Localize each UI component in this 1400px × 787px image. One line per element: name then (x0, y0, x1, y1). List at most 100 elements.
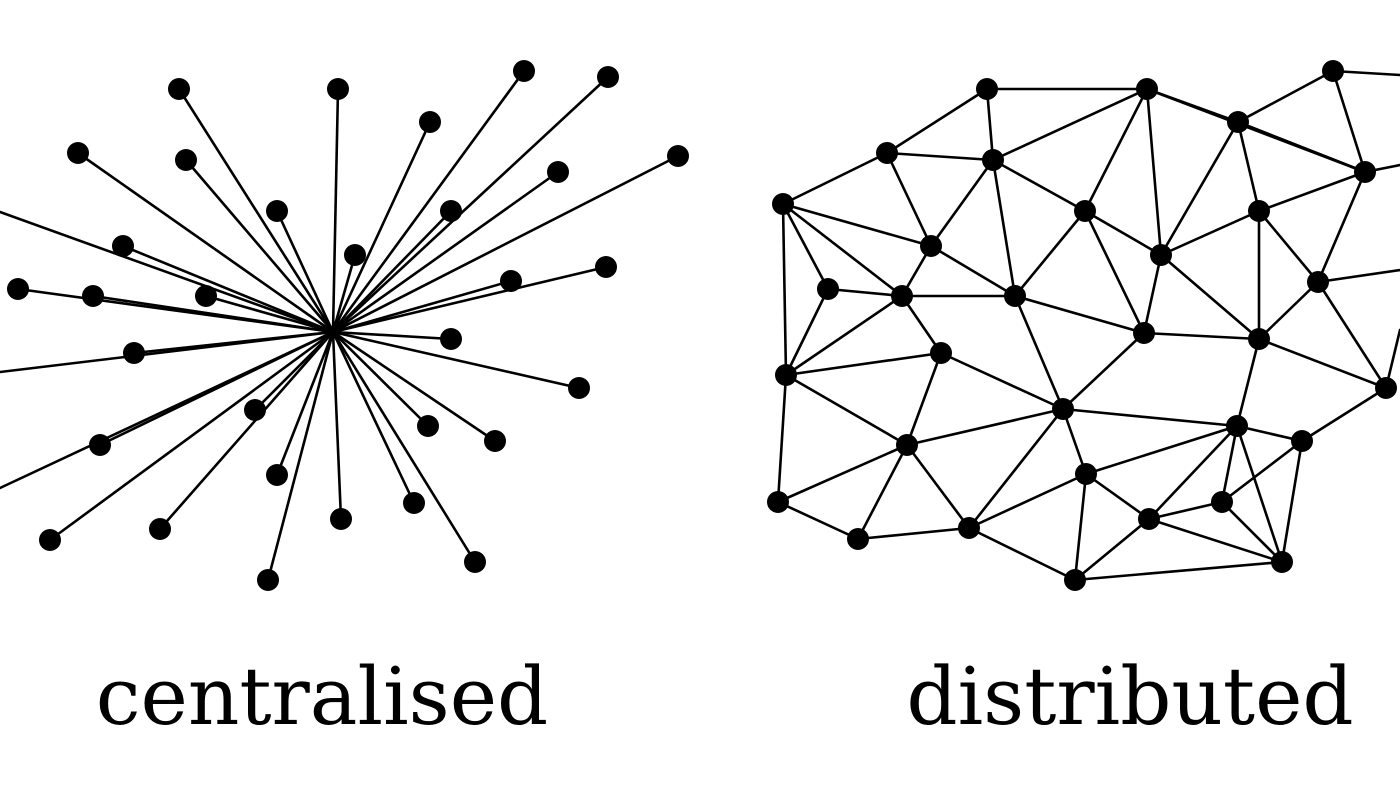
distributed-edge (939, 351, 1065, 411)
centralised-node (244, 399, 266, 421)
centralised-node (440, 200, 462, 222)
centralised-node (175, 149, 197, 171)
centralised-edge (331, 154, 680, 334)
distributed-edge (1257, 337, 1388, 390)
distributed-edge (1073, 517, 1151, 582)
distributed-edge (929, 158, 995, 248)
centralised-edge (184, 158, 335, 334)
centralised-edge (331, 170, 560, 334)
distributed-edge (905, 443, 971, 530)
distributed-node (1248, 200, 1270, 222)
distributed-edge (1084, 424, 1239, 476)
centralised-edge (331, 330, 453, 341)
centralised-edge (0, 210, 335, 334)
distributed-edge (1083, 209, 1163, 257)
centralised-edge (331, 253, 357, 334)
distributed-edge (1061, 331, 1146, 411)
distributed-node (930, 342, 952, 364)
distributed-edge (1159, 253, 1261, 341)
distributed-node (976, 78, 998, 100)
distributed-edge (1073, 560, 1284, 582)
distributed-edge (781, 202, 933, 248)
distributed-edge (1257, 280, 1320, 341)
centralised-edge (266, 330, 335, 582)
centralised-edge (204, 294, 335, 334)
distributed-edge (1073, 472, 1088, 582)
centralised-edge (48, 330, 335, 542)
distributed-edge (1220, 500, 1284, 564)
centralised-node (257, 569, 279, 591)
distributed-edge (1316, 170, 1367, 284)
centralised-node (484, 430, 506, 452)
distributed-node (1074, 200, 1096, 222)
distributed-node (1064, 569, 1086, 591)
distributed-edge (967, 407, 1065, 530)
distributed-edge (1280, 439, 1304, 564)
distributed-edge (1235, 424, 1284, 564)
distributed-edge (905, 351, 943, 447)
distributed-node (920, 235, 942, 257)
distributed-edge (1147, 517, 1284, 564)
centralised-node (464, 551, 486, 573)
distributed-edge (1147, 500, 1224, 521)
distributed-node (847, 528, 869, 550)
centralised-node (67, 142, 89, 164)
distributed-edge (1331, 69, 1367, 174)
distributed-edge (776, 500, 860, 541)
distributed-node (1138, 508, 1160, 530)
centralised-hub-node (327, 326, 339, 338)
distributed-edge (784, 351, 943, 377)
centralised-node (82, 285, 104, 307)
distributed-node (1291, 430, 1313, 452)
centralised-node (513, 60, 535, 82)
distributed-edge (885, 151, 995, 162)
centralised-node (266, 464, 288, 486)
centralised-node (149, 518, 171, 540)
centralised-edge (331, 279, 513, 334)
centralised-edge (0, 330, 335, 490)
distributed-edge (784, 373, 909, 447)
centralised-node (266, 200, 288, 222)
distributed-edge (1300, 386, 1388, 443)
distributed-edge (1257, 209, 1320, 284)
centralised-node (419, 111, 441, 133)
centralised-edge (91, 294, 335, 334)
centralised-node (344, 244, 366, 266)
distributed-edge (1061, 407, 1088, 476)
distributed-edge (856, 526, 971, 541)
centralised-edge (331, 330, 581, 390)
centralised-edge (331, 69, 526, 334)
centralised-edge (331, 265, 608, 334)
distributed-edge (1235, 337, 1261, 428)
distributed-edge (905, 407, 1065, 447)
centralised-node (7, 278, 29, 300)
distributed-edge (1316, 268, 1400, 284)
distributed-edge (1220, 439, 1304, 504)
distributed-node (775, 364, 797, 386)
centralised-node (89, 434, 111, 456)
centralised-node (417, 415, 439, 437)
distributed-edge (1061, 407, 1239, 428)
distributed-edge (885, 151, 933, 248)
distributed-edge (1159, 120, 1240, 257)
distributed-edge (991, 158, 1017, 298)
centralised-edge (158, 330, 335, 531)
distributed-edge (1083, 87, 1149, 213)
distributed-node (1075, 463, 1097, 485)
centralised-node (123, 342, 145, 364)
centralised-edge (331, 120, 432, 334)
centralised-node (547, 161, 569, 183)
distributed-node (1136, 78, 1158, 100)
distributed-edge (1013, 209, 1087, 298)
distributed-edge (781, 202, 830, 291)
distributed-node (767, 491, 789, 513)
distributed-edge (967, 526, 1077, 582)
distributed-edge (1013, 294, 1065, 411)
distributed-node (1226, 415, 1248, 437)
distributed-edge (781, 202, 788, 377)
centralised-edge (331, 330, 416, 505)
distributed-edge (1316, 280, 1388, 390)
distributed-edge (885, 87, 989, 155)
distributed-edge (776, 373, 788, 504)
distributed-edge (1084, 472, 1151, 521)
